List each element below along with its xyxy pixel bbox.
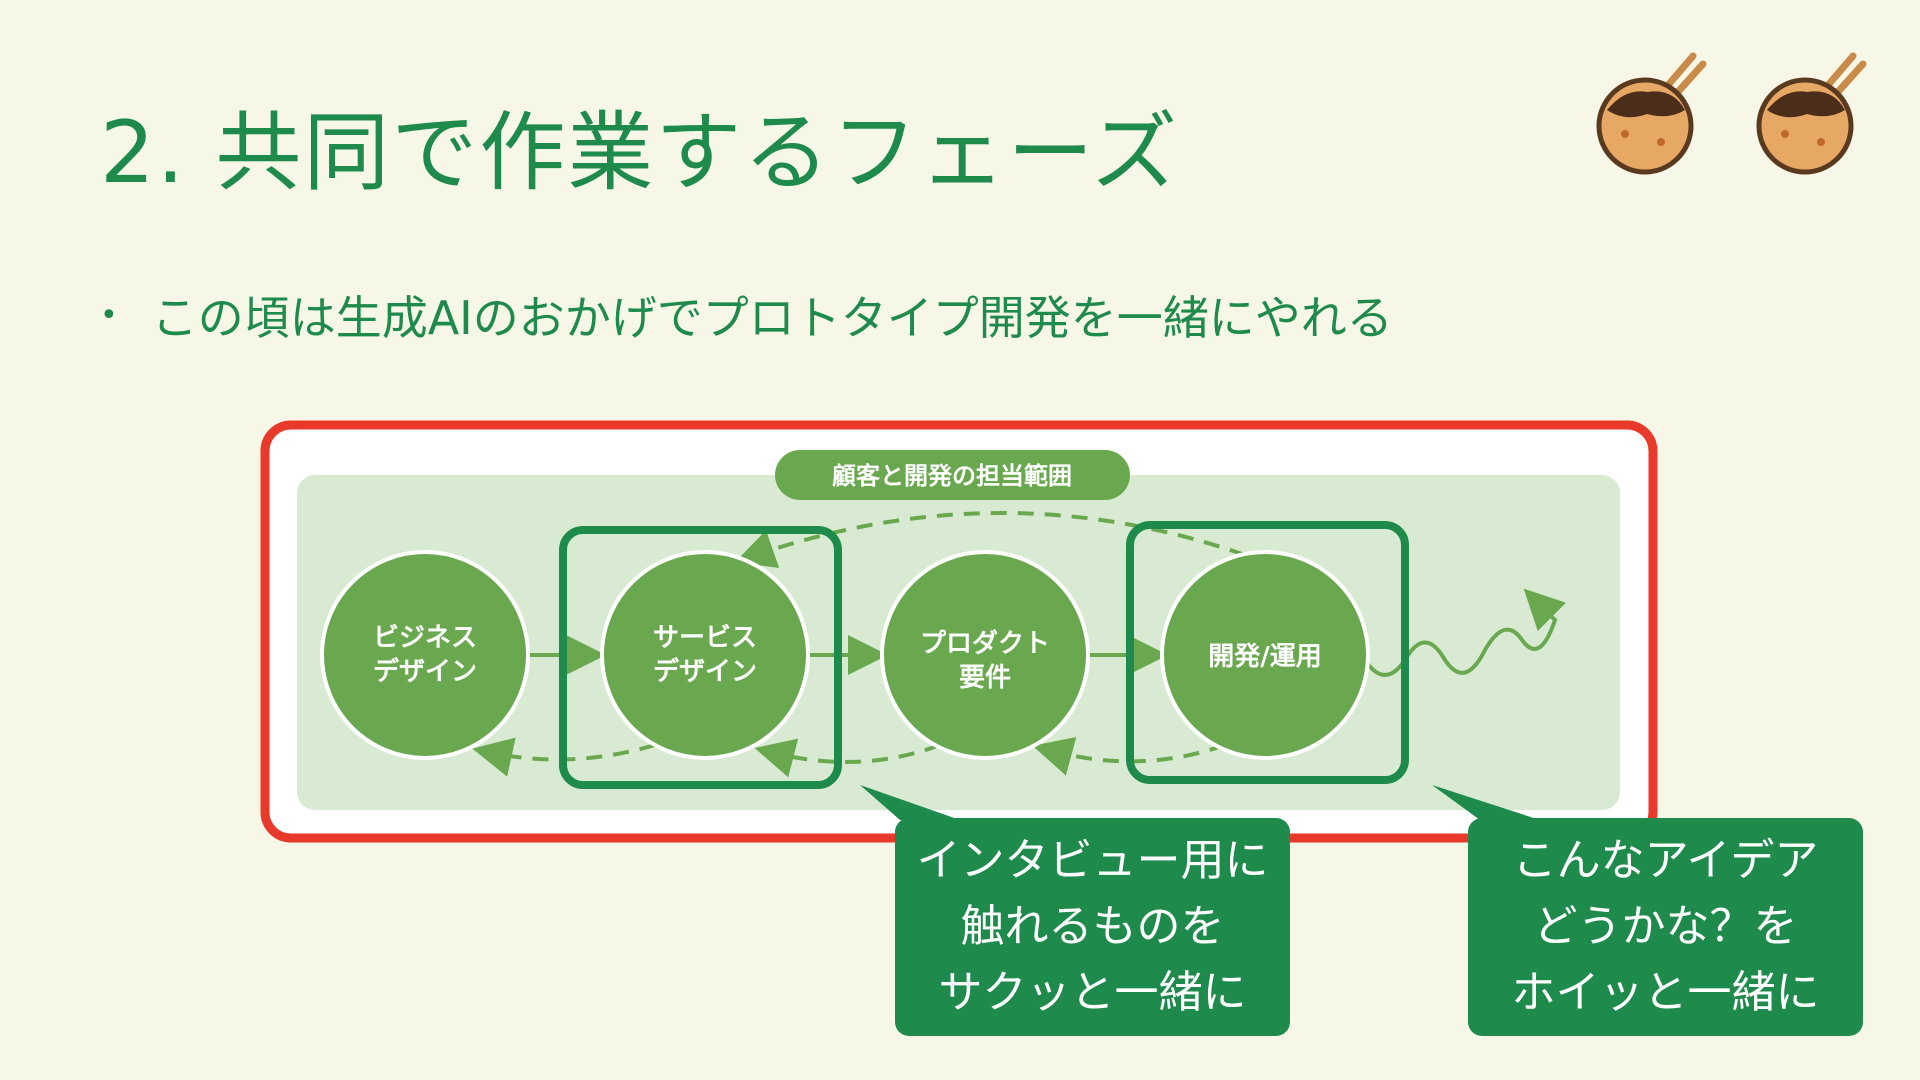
feedback-arc-1 bbox=[472, 737, 656, 777]
stage-label-line: プロダクト bbox=[920, 628, 1050, 659]
feedback-arc-top bbox=[734, 511, 1246, 569]
callout-line: こんなアイデア bbox=[1512, 835, 1819, 886]
callout-line: サクッと一緒に bbox=[938, 967, 1247, 1018]
stage-development-operations: 開発/運用 bbox=[1160, 550, 1370, 760]
callout-line: インタビュー用に bbox=[916, 835, 1269, 886]
callout-pointer bbox=[1432, 785, 1540, 820]
page-title: 2. 共同で作業するフェーズ bbox=[100, 103, 1180, 203]
bullet-item: • この頃は生成AIのおかげでプロトタイプ開発を一緒にやれる bbox=[100, 282, 1393, 348]
takoyaki-mascot-icon bbox=[1596, 52, 1707, 175]
feedback-arc-3 bbox=[1032, 736, 1226, 776]
highlight-outline-service-design bbox=[559, 526, 842, 789]
stage-label-line: 開発/運用 bbox=[1208, 642, 1322, 672]
diagram-header-pill bbox=[775, 450, 1130, 500]
bullet-text: この頃は生成AIのおかげでプロトタイプ開発を一緒にやれる bbox=[151, 291, 1393, 345]
stage-label-line: サービス bbox=[653, 623, 757, 653]
callout-bubble-prototype: インタビュー用に 触れるものを サクッと一緒に bbox=[895, 818, 1290, 1036]
takoyaki-mascot-icon bbox=[1756, 52, 1867, 175]
callout-line: ホイッと一緒に bbox=[1511, 967, 1820, 1018]
callout-line: 触れるものを bbox=[960, 901, 1225, 952]
stage-label-line: 要件 bbox=[959, 663, 1011, 693]
callout-pointer bbox=[860, 785, 960, 820]
bullet-dot: • bbox=[100, 297, 118, 333]
stage-product-requirements: プロダクト 要件 bbox=[880, 550, 1090, 760]
stage-service-design: サービス デザイン bbox=[600, 550, 810, 760]
stage-business-design: ビジネス デザイン bbox=[320, 550, 530, 760]
stage-label-line: デザイン bbox=[653, 656, 757, 687]
diagram-header: 顧客と開発の担当範囲 bbox=[832, 462, 1072, 490]
callout-line: どうかな？を bbox=[1533, 901, 1798, 952]
callout-bubble-idea: こんなアイデア どうかな？を ホイッと一緒に bbox=[1468, 818, 1863, 1036]
stage-label-line: ビジネス bbox=[373, 623, 477, 653]
highlight-outline-development bbox=[1126, 521, 1409, 784]
feedback-arc-2 bbox=[754, 738, 941, 778]
stage-label-line: デザイン bbox=[373, 656, 477, 687]
